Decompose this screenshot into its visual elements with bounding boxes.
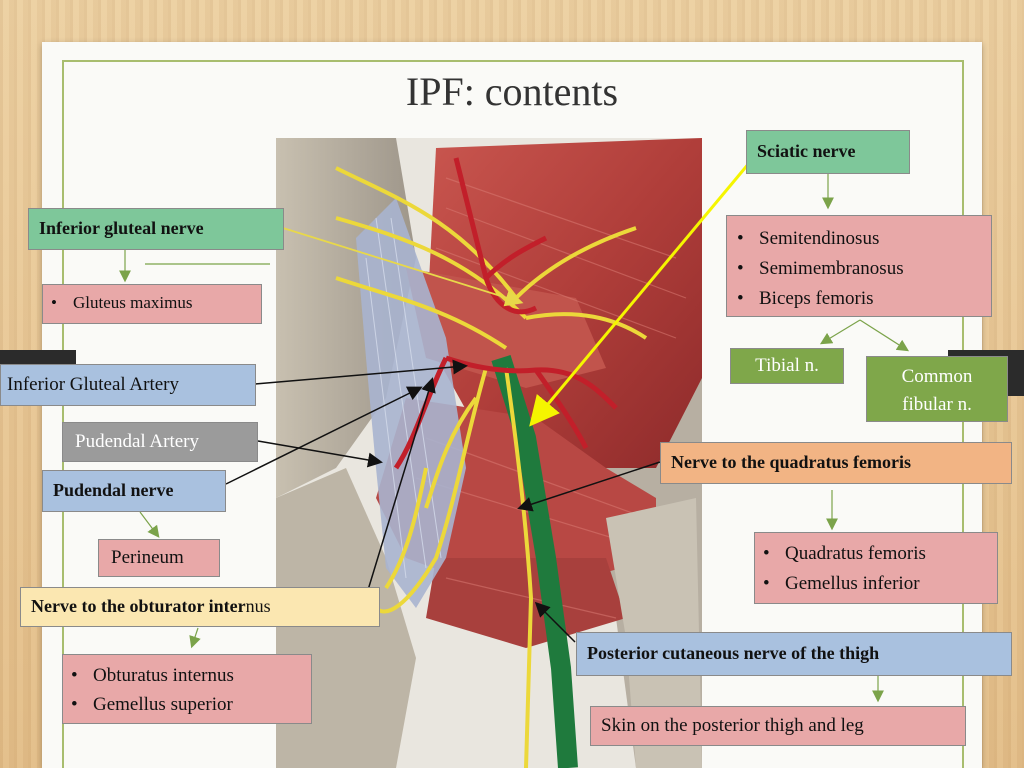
list-item: Semimembranosus [729, 254, 991, 284]
nerve-obturator-internus-label: Nerve to the obturator internus [20, 587, 380, 627]
obturator-targets-box: Obturatus internus Gemellus superior [62, 654, 312, 724]
list-item: Obturatus internus [63, 661, 311, 690]
nerve-obturator-bold-text: Nerve to the obturator inter [31, 596, 246, 616]
slide-title: IPF: contents [405, 69, 619, 114]
list-item: Gemellus superior [63, 690, 311, 719]
list-item: Gemellus inferior [755, 569, 997, 599]
inferior-gluteal-artery-label: Inferior Gluteal Artery [0, 364, 256, 406]
nerve-quadratus-femoris-label: Nerve to the quadratus femoris [660, 442, 1012, 484]
gluteus-maximus-box: Gluteus maximus [42, 284, 262, 324]
list-item: Gluteus maximus [43, 293, 261, 313]
list-item: Quadratus femoris [755, 539, 997, 569]
pudendal-nerve-label: Pudendal nerve [42, 470, 226, 512]
skin-posterior-thigh-label: Skin on the posterior thigh and leg [590, 706, 966, 746]
inferior-gluteal-nerve-label: Inferior gluteal nerve [28, 208, 284, 250]
list-item: Biceps femoris [729, 284, 991, 314]
perineum-label: Perineum [98, 539, 220, 577]
sciatic-targets-box: Semitendinosus Semimembranosus Biceps fe… [726, 215, 992, 317]
posterior-cutaneous-nerve-label: Posterior cutaneous nerve of the thigh [576, 632, 1012, 676]
list-item: Semitendinosus [729, 224, 991, 254]
nerve-obturator-rest-text: nus [245, 596, 271, 616]
quadratus-targets-box: Quadratus femoris Gemellus inferior [754, 532, 998, 604]
sciatic-nerve-label: Sciatic nerve [746, 130, 910, 174]
common-fibular-line2: fibular n. [902, 394, 972, 415]
tibial-nerve-label: Tibial n. [730, 348, 844, 384]
common-fibular-label: Common fibular n. [866, 356, 1008, 422]
pudendal-artery-label: Pudendal Artery [62, 422, 258, 462]
common-fibular-line1: Common [901, 366, 973, 387]
